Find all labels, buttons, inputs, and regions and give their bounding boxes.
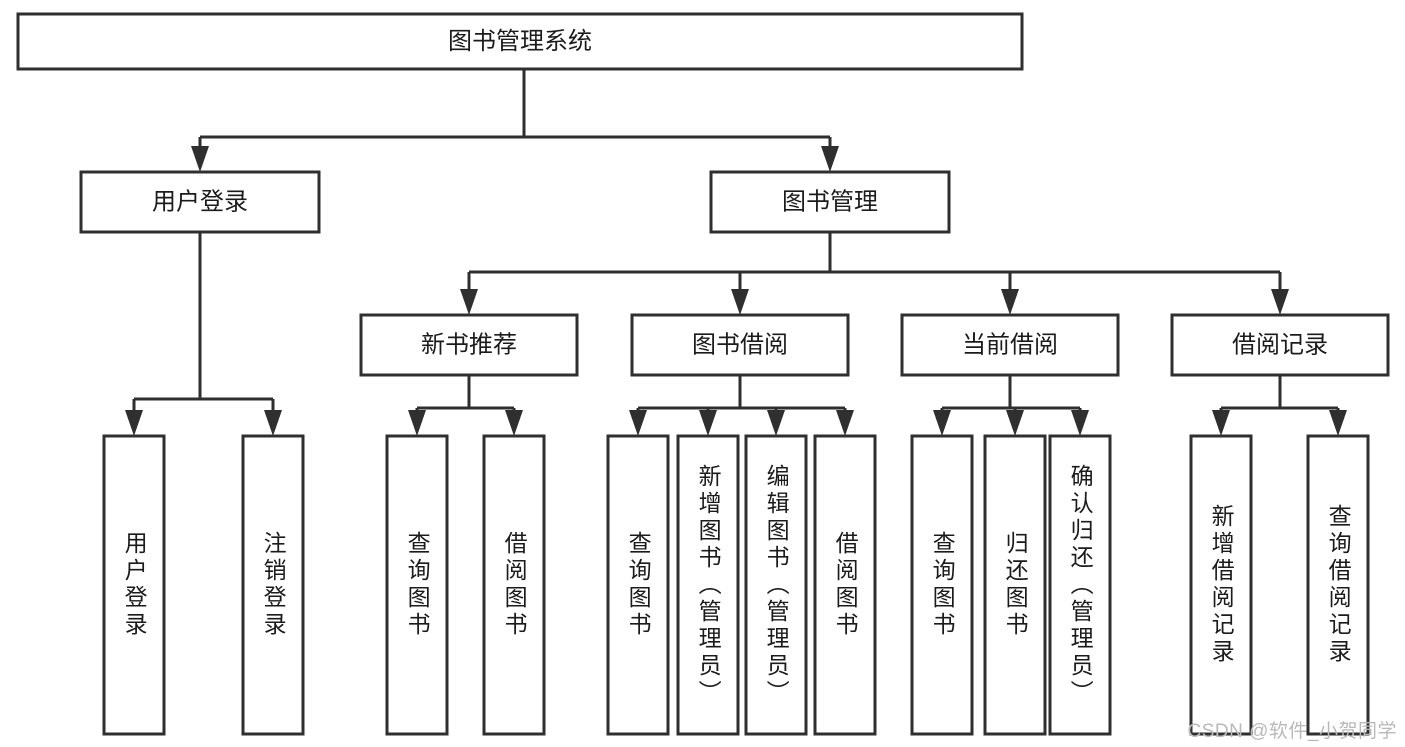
node-label-user-login: 用户登录 (152, 188, 248, 215)
connector-bookborrow-to-leaves (629, 375, 854, 436)
node-box-leaf-logout-login[interactable] (241, 434, 305, 736)
arrow-head-borrowrecord-to-leaves-1 (1329, 410, 1347, 436)
node-borrow-record[interactable]: 借阅记录 (1170, 313, 1390, 377)
node-box-leaf-edit-book[interactable] (744, 434, 808, 736)
connector-bookmanage-to-level3 (460, 232, 1289, 315)
node-box-leaf-user-login[interactable] (102, 434, 166, 736)
arrow-head-bookmanage-to-level3-0 (460, 289, 478, 315)
node-label-current-borrow: 当前借阅 (962, 331, 1058, 358)
connector-layer (125, 69, 1347, 436)
node-label-borrow-record: 借阅记录 (1232, 331, 1328, 358)
node-box-borrow-record[interactable] (1170, 313, 1390, 377)
arrow-head-bookborrow-to-leaves-2 (767, 410, 785, 436)
node-box-leaf-query-borrow-record[interactable] (1306, 434, 1370, 736)
arrow-head-bookborrow-to-leaves-0 (629, 410, 647, 436)
node-box-leaf-borrow-book-1[interactable] (482, 434, 546, 736)
node-current-borrow[interactable]: 当前借阅 (900, 313, 1120, 377)
arrow-head-bookmanage-to-level3-2 (1001, 289, 1019, 315)
arrow-head-currentborrow-to-leaves-1 (1006, 410, 1024, 436)
arrow-head-newbook-to-leaves-1 (505, 410, 523, 436)
arrow-head-currentborrow-to-leaves-0 (933, 410, 951, 436)
connector-borrowrecord-to-leaves (1212, 375, 1347, 436)
node-user-login[interactable]: 用户登录 (79, 170, 321, 234)
node-box-leaf-confirm-return[interactable] (1048, 434, 1112, 736)
node-box-user-login[interactable] (79, 170, 321, 234)
node-box-new-book-recommend[interactable] (359, 313, 579, 377)
node-book-manage[interactable]: 图书管理 (709, 170, 951, 234)
node-box-leaf-query-book-3[interactable] (910, 434, 974, 736)
arrow-head-bookborrow-to-leaves-3 (836, 410, 854, 436)
connector-root-to-level2 (191, 69, 839, 172)
node-box-leaf-borrow-book-2[interactable] (813, 434, 877, 736)
node-label-book-manage: 图书管理 (782, 188, 878, 215)
arrow-head-newbook-to-leaves-0 (408, 410, 426, 436)
node-box-leaf-add-borrow-record[interactable] (1189, 434, 1253, 736)
connector-newbook-to-leaves (408, 375, 523, 436)
node-box-root[interactable] (16, 12, 1024, 71)
node-box-leaf-query-book-2[interactable] (606, 434, 670, 736)
node-box-leaf-add-book[interactable] (676, 434, 740, 736)
node-label-root: 图书管理系统 (448, 28, 592, 55)
node-box-leaf-return-book[interactable] (983, 434, 1047, 736)
node-book-borrow[interactable]: 图书借阅 (630, 313, 850, 377)
node-box-book-manage[interactable] (709, 170, 951, 234)
connector-currentborrow-to-leaves (933, 375, 1089, 436)
arrow-head-bookborrow-to-leaves-1 (699, 410, 717, 436)
node-box-book-borrow[interactable] (630, 313, 850, 377)
node-box-current-borrow[interactable] (900, 313, 1120, 377)
connector-userlogin-to-leaves (125, 232, 282, 436)
node-root[interactable]: 图书管理系统 (16, 12, 1024, 71)
node-label-new-book-recommend: 新书推荐 (421, 331, 517, 358)
node-box-leaf-query-book-1[interactable] (385, 434, 449, 736)
arrow-head-userlogin-to-leaves-1 (264, 410, 282, 436)
arrow-head-borrowrecord-to-leaves-0 (1212, 410, 1230, 436)
watermark-text: CSDN @软件_小贺同学 (1187, 721, 1397, 742)
arrow-head-bookmanage-to-level3-3 (1271, 289, 1289, 315)
arrow-head-bookmanage-to-level3-1 (731, 289, 749, 315)
arrow-head-currentborrow-to-leaves-2 (1071, 410, 1089, 436)
node-new-book-recommend[interactable]: 新书推荐 (359, 313, 579, 377)
node-label-book-borrow: 图书借阅 (692, 331, 788, 358)
arrow-head-root-to-level2-1 (821, 146, 839, 172)
arrow-head-root-to-level2-0 (191, 146, 209, 172)
arrow-head-userlogin-to-leaves-0 (125, 410, 143, 436)
